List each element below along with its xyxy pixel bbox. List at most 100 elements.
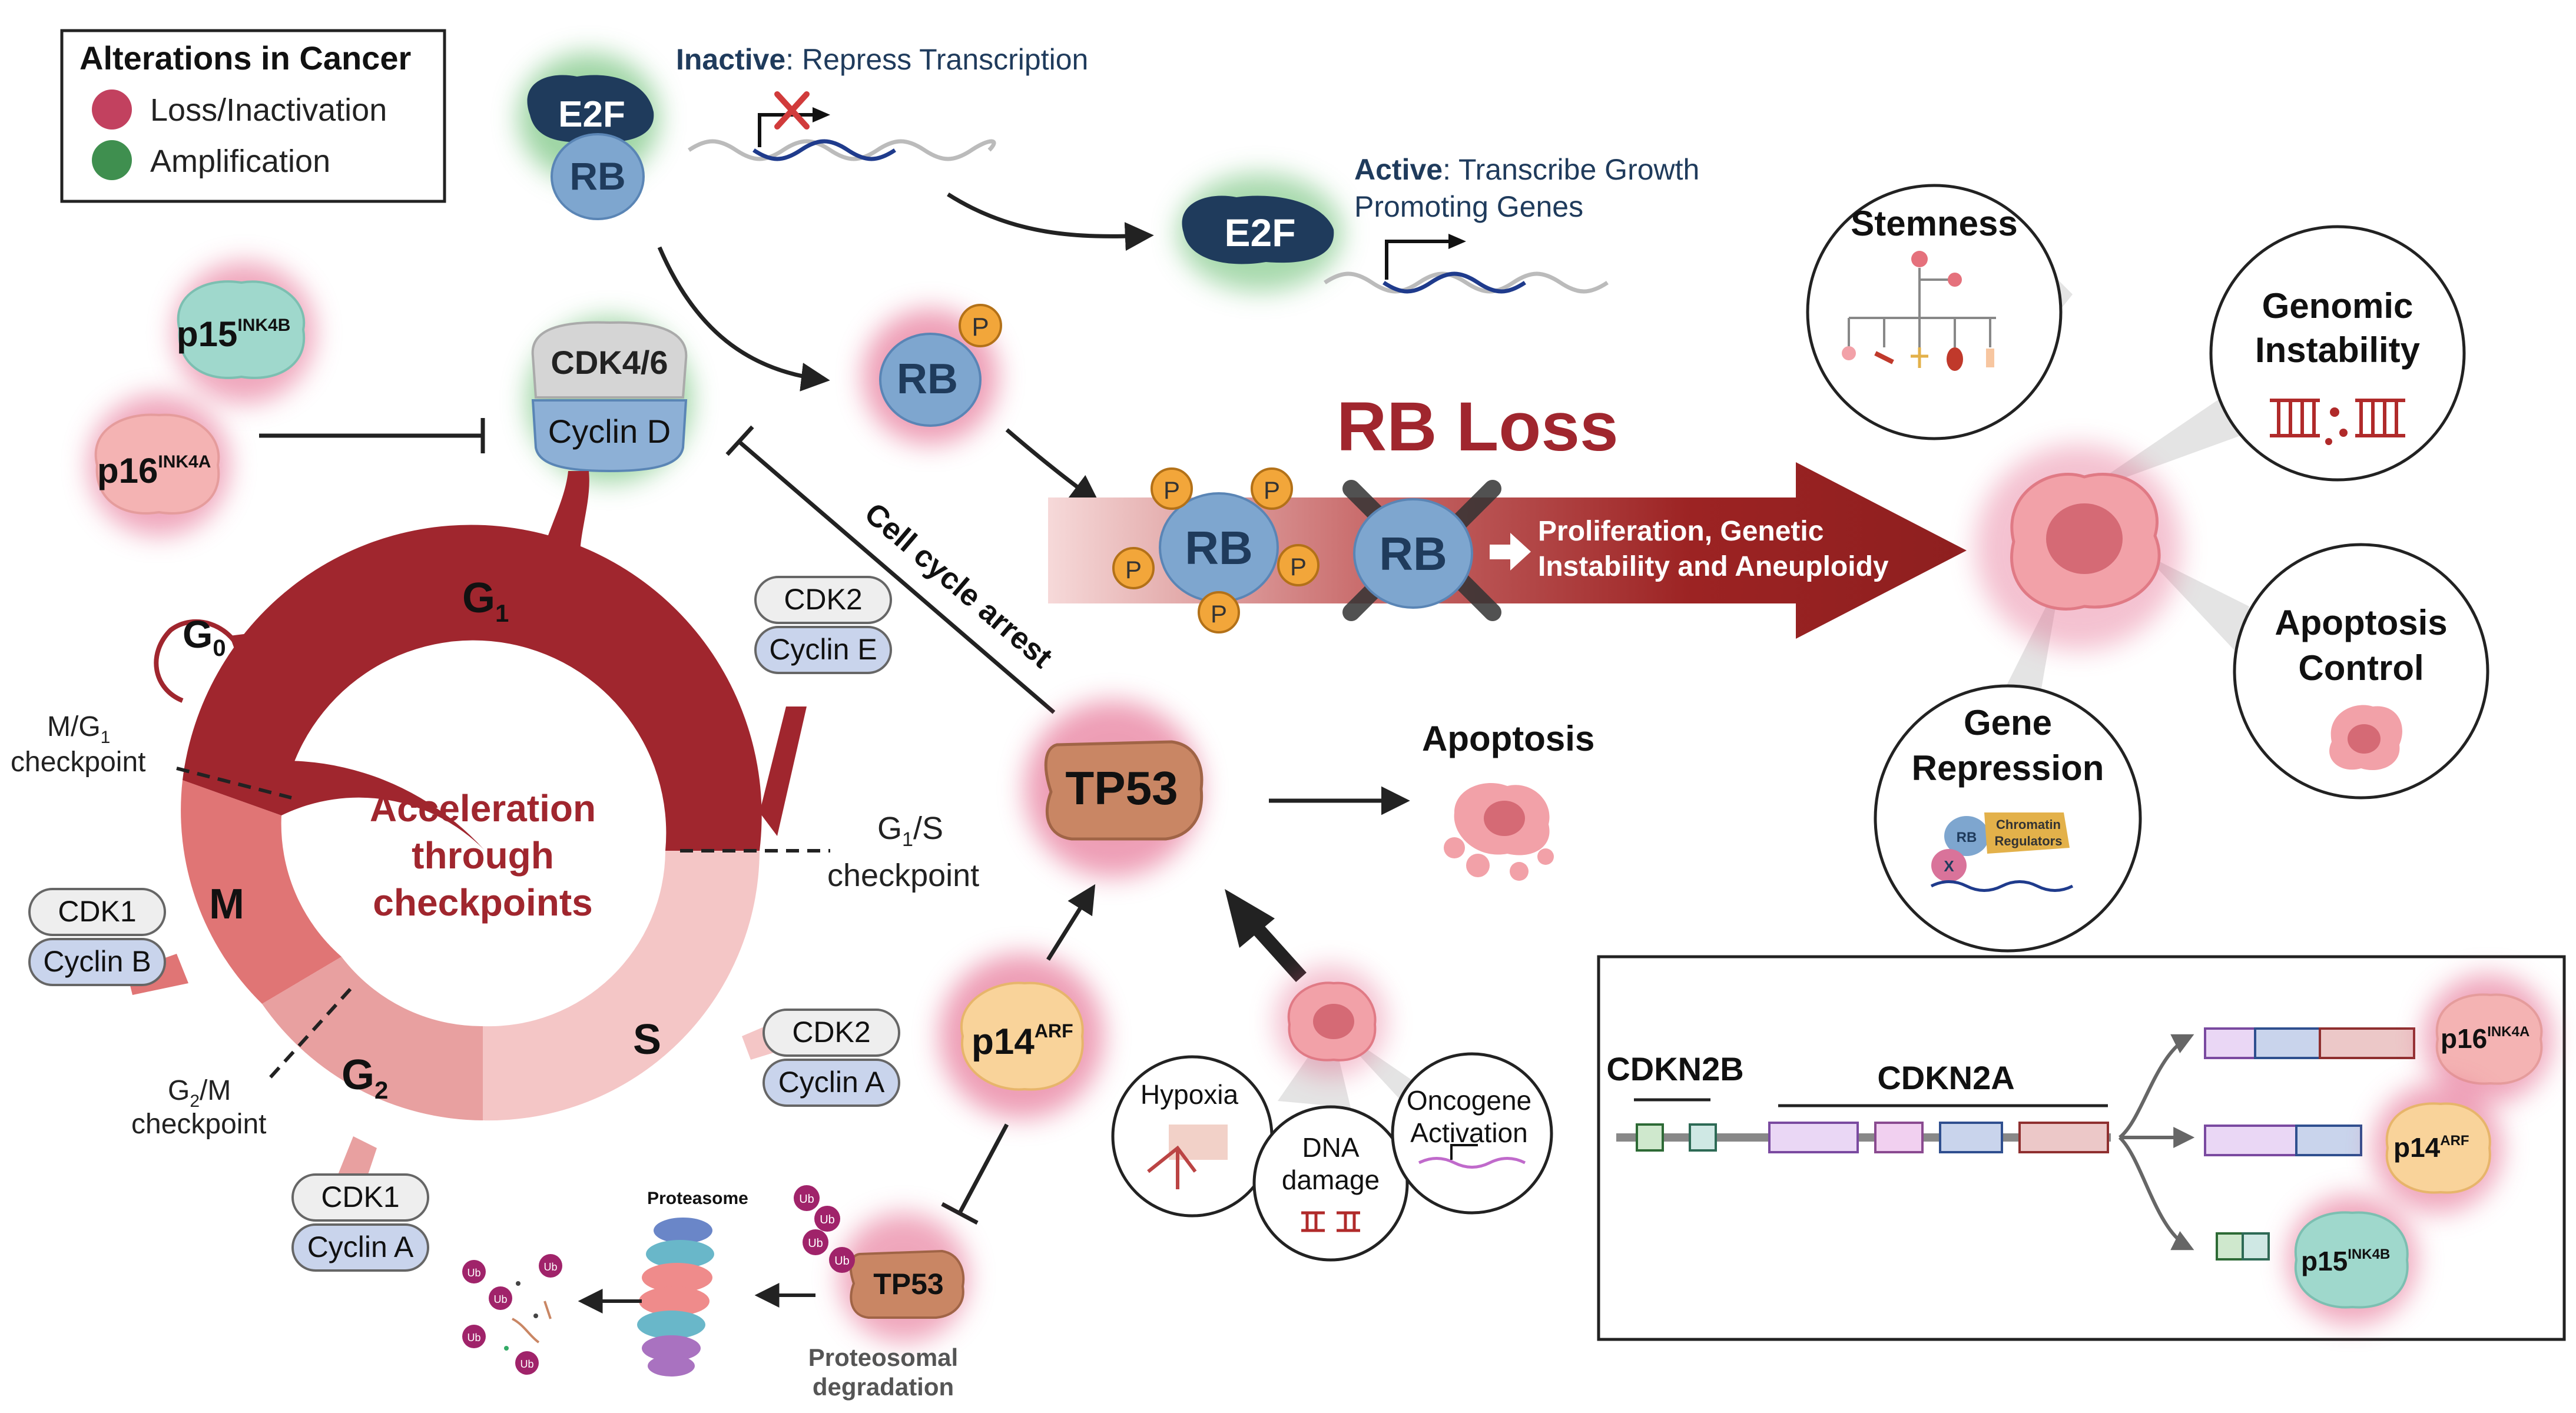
cdk46-cyclin-d-complex: CDK4/6 Cyclin D: [527, 318, 692, 556]
rb-lost: RB: [1342, 480, 1501, 621]
cyclin-b-label: Cyclin B: [43, 945, 151, 978]
g1-s-checkpoint-1: G1/S: [877, 811, 943, 851]
white-arrow-icon: [1490, 533, 1531, 570]
cdk1-cyclin-b-pill: CDK1 Cyclin B: [28, 888, 166, 986]
g1-label: G1: [462, 575, 509, 627]
apoptosis-label: Apoptosis: [1422, 719, 1594, 758]
cyclin-a-label-1: Cyclin A: [778, 1066, 885, 1099]
cdk2-e-label: CDK2: [784, 583, 862, 616]
p15-protein: p15INK4B: [174, 262, 315, 403]
p15-locus-label: p15INK4B: [2301, 1246, 2390, 1276]
p16-protein: p16INK4A: [88, 394, 230, 536]
degradation-label-1: Proteosomal: [808, 1344, 958, 1371]
genomic-instability-circle: Genomic Instability: [2209, 225, 2466, 482]
ub-frag-3: Ub: [493, 1293, 507, 1305]
rb-mini-label: RB: [1957, 830, 1977, 845]
p-badge-4: P: [1290, 553, 1307, 581]
oncogene-activation-circle: Oncogene Activation: [1391, 1052, 1553, 1215]
p-badge-1: P: [1163, 476, 1180, 504]
legend-title: Alterations in Cancer: [79, 39, 411, 77]
dna-active: [1324, 234, 1609, 294]
rb-lost-label: RB: [1379, 528, 1447, 580]
oncogene-label-1: Oncogene: [1407, 1085, 1531, 1116]
dna-damage-label-1: DNA: [1302, 1132, 1359, 1163]
g0-loop: G0: [154, 612, 253, 703]
degradation-label-2: degradation: [813, 1373, 954, 1401]
p14-locus-label: p14ARF: [2393, 1132, 2469, 1163]
ub-label-2: Ub: [820, 1213, 835, 1226]
tp53-label: TP53: [1065, 762, 1178, 814]
cell-cycle-ring: [127, 525, 807, 1201]
dna-damage-circle: DNA damage: [1252, 1105, 1409, 1262]
ub-frag-1: Ub: [467, 1267, 480, 1279]
center-line-3: checkpoints: [373, 881, 592, 924]
p14-locus-protein: p14ARF: [2373, 1083, 2502, 1213]
rb-label-phospho: RB: [897, 356, 958, 403]
e2f-active: E2F: [1178, 174, 1342, 291]
center-line-2: through: [412, 834, 554, 877]
ub-frag-4: Ub: [467, 1332, 480, 1344]
cdk1-cyclin-a-pill: CDK1 Cyclin A: [291, 1173, 429, 1272]
hypoxia-circle: Hypoxia: [1111, 1055, 1274, 1218]
e2f-rb-inactive-complex: E2F RB: [518, 53, 659, 220]
ub-label-4: Ub: [834, 1255, 850, 1268]
legend-loss-label: Loss/Inactivation: [150, 92, 387, 128]
tp53-ub-complex: TP53 Ub Ub Ub Ub: [794, 1185, 969, 1342]
degraded-fragments: Ub Ub Ub Ub Ub: [462, 1254, 562, 1375]
cdk2-a-label: CDK2: [792, 1016, 870, 1049]
hypoxia-label: Hypoxia: [1141, 1079, 1239, 1110]
active-caption-2: Promoting Genes: [1354, 190, 1583, 223]
dna-damage-label-2: damage: [1282, 1165, 1380, 1195]
p14-label: p14ARF: [972, 1020, 1073, 1062]
g1-s-checkpoint-2: checkpoint: [827, 858, 979, 893]
genomic-label-2: Instability: [2255, 330, 2421, 370]
ub-label-1: Ub: [799, 1193, 814, 1206]
gene-repression-circle: Gene Repression RB X Chromatin Regulator…: [1874, 684, 2142, 953]
phosphate-label: P: [972, 313, 989, 341]
ub-frag-2: Ub: [543, 1261, 557, 1273]
loss-swatch-icon: [92, 89, 132, 130]
proteasome-icon: Proteasome: [637, 1189, 748, 1376]
cdkn2b-label: CDKN2B: [1606, 1050, 1743, 1087]
rb-loss-title: RB Loss: [1337, 388, 1619, 466]
tp53-degraded-label: TP53: [873, 1268, 944, 1301]
active-caption-1: Active: Transcribe Growth: [1354, 153, 1699, 186]
g0-label: G0: [183, 612, 226, 661]
p-badge-5: P: [1211, 600, 1227, 628]
chromatin-regulators-label-2: Regulators: [1995, 834, 2063, 848]
cyclin-d-label: Cyclin D: [548, 413, 671, 450]
m-g1-checkpoint-1: M/G1: [47, 711, 110, 747]
cell-cycle-arrest-line: [725, 425, 1056, 714]
m-label: M: [209, 881, 244, 928]
apoptosis-control-label-2: Control: [2298, 648, 2424, 688]
cdk2-cyclin-e-pill: CDK2 Cyclin E: [754, 576, 892, 674]
p15-label: p15INK4B: [177, 314, 290, 354]
gene-repression-label-1: Gene: [1964, 703, 2052, 742]
rb-cluster: RB P P P P P: [1112, 467, 1320, 633]
e2f-label: E2F: [558, 94, 625, 135]
cdk46-label: CDK4/6: [551, 344, 668, 381]
cyclin-e-label: Cyclin E: [769, 633, 877, 666]
p-badge-2: P: [1264, 476, 1280, 504]
g2-m-checkpoint-2: checkpoint: [131, 1109, 266, 1140]
neuron-icon: [1911, 347, 1928, 368]
stemness-circle: Stemness: [1806, 184, 2063, 440]
rb-cluster-label: RB: [1185, 522, 1253, 574]
p-badge-3: P: [1125, 556, 1142, 583]
g2-label: G2: [342, 1052, 388, 1104]
apoptosis-control-circle: Apoptosis Control: [2233, 543, 2489, 800]
ub-label-3: Ub: [808, 1237, 823, 1250]
apoptosis-control-label-1: Apoptosis: [2275, 603, 2447, 642]
cdk1-b-label: CDK1: [58, 895, 136, 928]
inactive-caption: Inactive: Repress Transcription: [676, 43, 1088, 76]
cdk1-a-label: CDK1: [321, 1180, 399, 1213]
legend: Alterations in Cancer Loss/Inactivation …: [60, 29, 446, 203]
dna-inactive: [688, 91, 996, 161]
amplification-swatch-icon: [92, 140, 132, 180]
legend-amplification-label: Amplification: [150, 144, 330, 179]
broken-dna-icon: [2270, 399, 2405, 437]
proteasome-label: Proteasome: [647, 1189, 748, 1208]
ub-frag-5: Ub: [520, 1358, 533, 1370]
chromatin-regulators-label: Chromatin: [1996, 817, 2061, 832]
p14-protein: p14ARF: [939, 954, 1104, 1119]
